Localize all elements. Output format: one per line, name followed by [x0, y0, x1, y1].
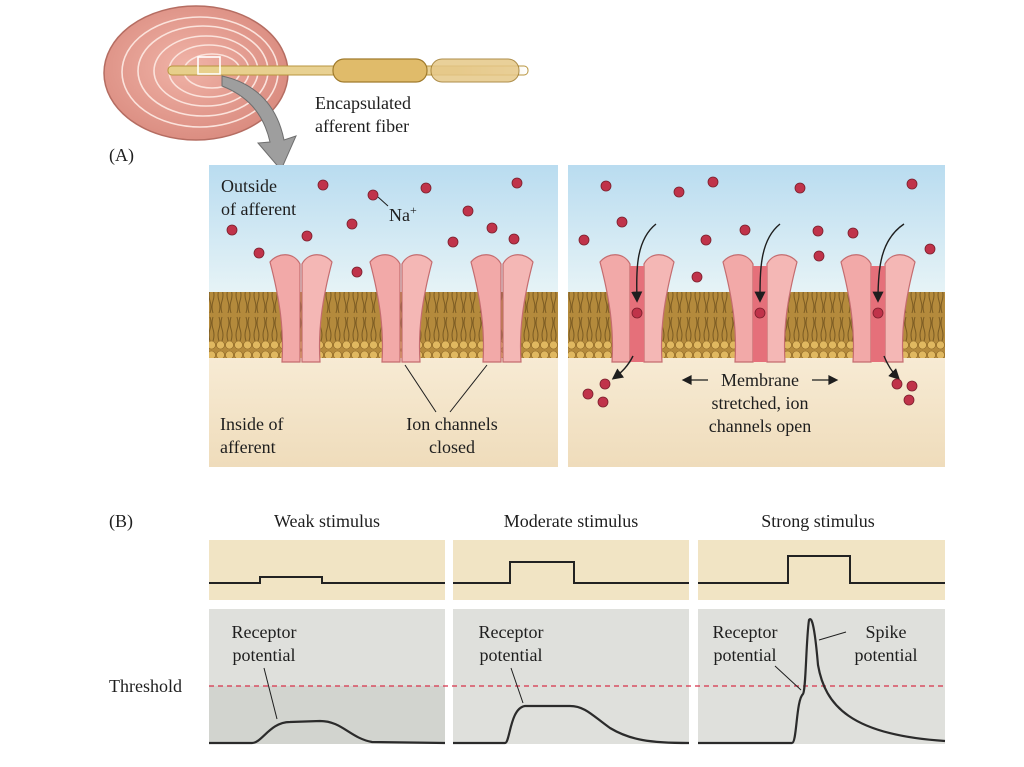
- receptor-potential-moderate-trace: [453, 704, 690, 745]
- membrane-stretched-line1: Membrane: [721, 370, 799, 390]
- stretch-arrows: [681, 375, 839, 385]
- channels-closed-line2: closed: [429, 437, 475, 457]
- stimulus-box-weak: [209, 540, 445, 600]
- ion-label: Na+: [389, 203, 417, 225]
- panel-a-letter: (A): [109, 145, 134, 166]
- strong-receptor-label-line2: potential: [714, 645, 777, 665]
- spike-label-line1: Spike: [865, 622, 906, 642]
- sodium-ions: [226, 176, 936, 408]
- stimulus-box-moderate: [453, 540, 689, 600]
- column-title-moderate: Moderate stimulus: [504, 511, 638, 531]
- sodium-ions-in-channels: [631, 307, 884, 319]
- afferent-axon: [167, 56, 529, 83]
- sodium-flow-arrows: [611, 223, 905, 380]
- outside-label-line1: Outside: [221, 176, 277, 196]
- moderate-receptor-label-line2: potential: [480, 645, 543, 665]
- threshold-label: Threshold: [109, 676, 182, 696]
- closed-channel-leaders: [404, 364, 488, 413]
- strong-receptor-label-line1: Receptor: [713, 622, 778, 642]
- outside-label-line2: of afferent: [221, 199, 296, 219]
- spike-leader: [818, 631, 847, 641]
- inside-label-line1: Inside of: [220, 414, 283, 434]
- fiber-label-line1: Encapsulated: [315, 93, 411, 113]
- spike-label-line2: potential: [855, 645, 918, 665]
- moderate-receptor-label-line1: Receptor: [479, 622, 544, 642]
- membrane-stretched-line3: channels open: [709, 416, 811, 436]
- stimulus-box-strong: [698, 540, 945, 600]
- ion-channel-closed: [369, 254, 433, 363]
- strong-receptor-leader: [774, 665, 802, 691]
- column-title-weak: Weak stimulus: [274, 511, 380, 531]
- weak-receptor-label-line2: potential: [233, 645, 296, 665]
- weak-receptor-label-line1: Receptor: [232, 622, 297, 642]
- spike-potential-trace: [698, 617, 946, 745]
- weak-receptor-leader: [263, 667, 278, 720]
- ion-channel-closed: [269, 254, 333, 363]
- moderate-receptor-leader: [510, 667, 524, 704]
- zoom-arrow: [221, 75, 297, 171]
- fiber-label-line2: afferent fiber: [315, 116, 409, 136]
- ion-label-leader: [377, 196, 389, 207]
- response-box-moderate: [453, 609, 689, 744]
- receptor-potential-weak-trace: [209, 719, 446, 745]
- panel-b-letter: (B): [109, 511, 133, 532]
- membrane-stretched-line2: stretched, ion: [712, 393, 809, 413]
- column-title-strong: Strong stimulus: [761, 511, 875, 531]
- channels-closed-line1: Ion channels: [406, 414, 497, 434]
- ion-channel-open: [722, 254, 798, 363]
- ion-channel-closed: [470, 254, 534, 363]
- ion-channel-open: [840, 254, 916, 363]
- inside-label-line2: afferent: [220, 437, 276, 457]
